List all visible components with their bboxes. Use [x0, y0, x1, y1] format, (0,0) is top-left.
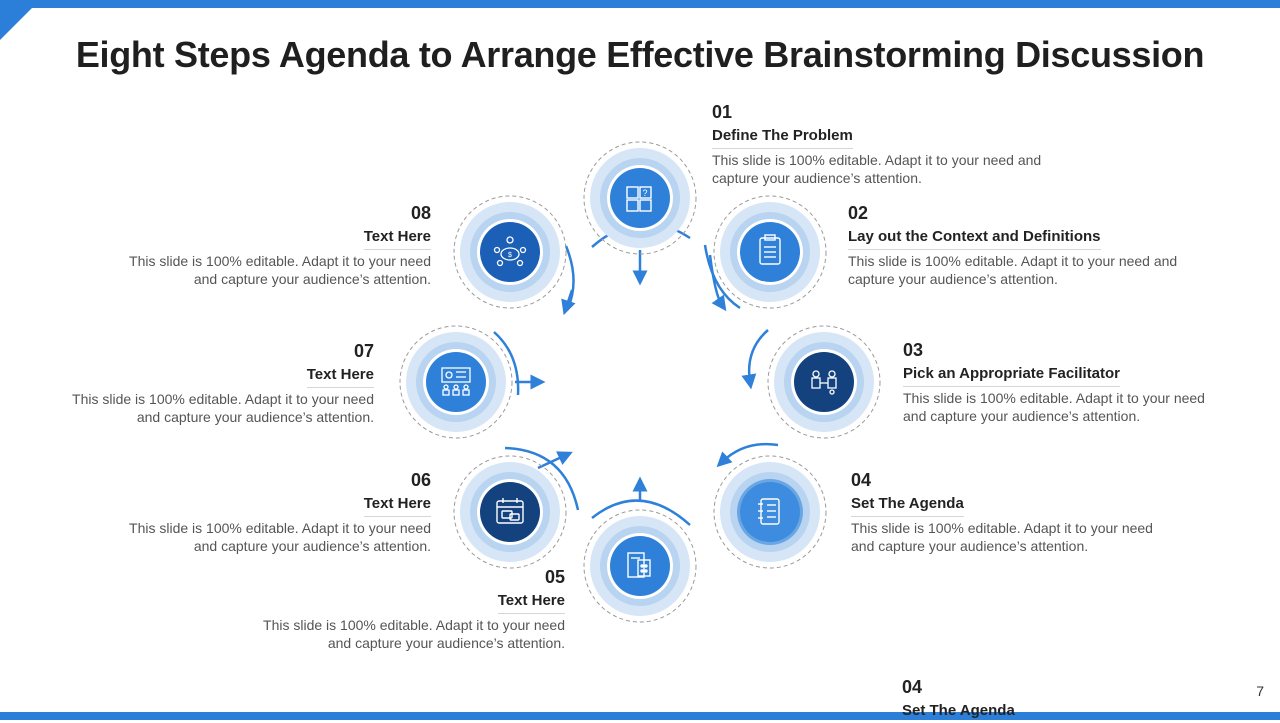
step-03-text: 03 Pick an Appropriate Facilitator This …: [903, 339, 1263, 425]
svg-text:?: ?: [642, 188, 647, 198]
bottom-accent-bar: [0, 712, 1280, 720]
step-07-text: 07 Text Here This slide is 100% editable…: [14, 340, 374, 426]
step-06-text: 06 Text Here This slide is 100% editable…: [71, 469, 431, 555]
step-heading: Pick an Appropriate Facilitator: [903, 364, 1120, 387]
connector-arrows: [493, 222, 779, 526]
step-description: This slide is 100% editable. Adapt it to…: [129, 253, 431, 287]
step-02-text: 02 Lay out the Context and Definitions T…: [848, 202, 1208, 288]
step-description: This slide is 100% editable. Adapt it to…: [712, 152, 1042, 186]
step-01-text: 01 Define The Problem This slide is 100%…: [712, 101, 1072, 187]
document-calculator-icon: [627, 552, 651, 578]
step-number: 04: [902, 677, 923, 697]
step-description: This slide is 100% editable. Adapt it to…: [72, 391, 374, 425]
step-circle-07: [399, 325, 513, 439]
step-circle-05: [583, 509, 697, 623]
arrow-06: [537, 451, 573, 470]
step-number: 03: [903, 340, 924, 360]
slide-title: Eight Steps Agenda to Arrange Effective …: [75, 34, 1205, 75]
step-number: 04: [851, 470, 872, 490]
step-circle-01: ?: [583, 141, 697, 255]
step-description: This slide is 100% editable. Adapt it to…: [129, 520, 431, 554]
arrow-04: [716, 442, 779, 468]
step-heading: Text Here: [306, 365, 374, 388]
step-heading: Lay out the Context and Definitions: [848, 227, 1101, 250]
step-circle-02: [713, 195, 827, 309]
step-heading: Set The Agenda: [851, 494, 964, 517]
presentation-audience-icon: [441, 367, 471, 396]
top-accent-bar: [0, 0, 1280, 8]
calendar-chat-icon: [496, 498, 524, 524]
step-description: This slide is 100% editable. Adapt it to…: [903, 390, 1205, 424]
step-description: This slide is 100% editable. Adapt it to…: [851, 520, 1153, 554]
step-heading: Text Here: [497, 591, 565, 614]
step-heading: Define The Problem: [712, 126, 853, 149]
agenda-notebook-icon: [758, 498, 780, 525]
clipboard-icon: [759, 234, 781, 265]
arc-05: [591, 499, 691, 526]
step-description: This slide is 100% editable. Adapt it to…: [263, 617, 565, 651]
step-circle-06: [453, 455, 567, 569]
step-number: 07: [353, 341, 374, 361]
top-corner-accent: [0, 0, 40, 40]
step-heading: Set The Agenda: [902, 702, 1015, 719]
step-number: 05: [544, 567, 565, 587]
step-heading: Text Here: [363, 494, 431, 517]
step-05-text: 05 Text Here This slide is 100% editable…: [205, 566, 565, 652]
step-description: This slide is 100% editable. Adapt it to…: [848, 253, 1178, 287]
team-hierarchy-icon: [811, 370, 837, 395]
arc-06: [504, 446, 580, 511]
step-number: 01: [712, 102, 733, 122]
puzzle-question-icon: ?: [626, 186, 652, 212]
step-circle-03: [767, 325, 881, 439]
page-number: 7: [1256, 683, 1264, 699]
step-04-text: 04 Set The Agenda This slide is 100% edi…: [851, 469, 1211, 555]
meeting-table-icon: $: [493, 236, 527, 267]
arc-07: [493, 331, 520, 396]
step-circle-04: [713, 455, 827, 569]
step-number: 02: [848, 203, 869, 223]
step-number: 08: [410, 203, 431, 223]
step-heading: Text Here: [363, 227, 431, 250]
arrow-08: [561, 289, 576, 316]
overflow-step-text: 04 Set The Agenda: [902, 676, 1102, 723]
svg-text:$: $: [508, 252, 512, 259]
step-number: 06: [410, 470, 431, 490]
step-circle-08: $: [453, 195, 567, 309]
arc-02: [703, 244, 741, 310]
arrow-03: [741, 329, 769, 390]
step-08-text: 08 Text Here This slide is 100% editable…: [71, 202, 431, 288]
arrow-02: [708, 254, 727, 312]
